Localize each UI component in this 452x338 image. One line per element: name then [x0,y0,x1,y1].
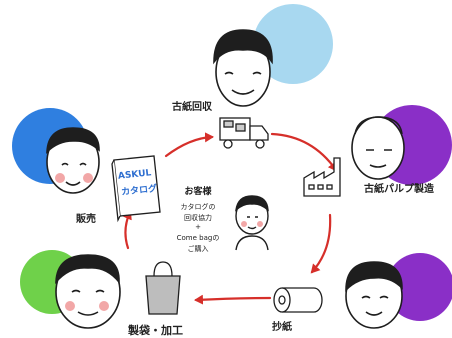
center-title: お客様 [184,187,212,197]
arrow-paper-to-bag [194,294,272,305]
paper-roll-icon [273,287,323,313]
label-collection: 古紙回収 [172,102,212,113]
catalog-book-icon [111,155,161,223]
customer-figure [235,195,269,251]
center-line3: Come bagの [176,234,220,242]
center-line2: 回収協力 [184,214,212,222]
arrow-pulp-to-paper [310,213,332,274]
label-papermaking: 抄紙 [272,322,292,333]
center-plus: + [195,223,201,231]
factory-icon [303,157,341,197]
shopping-bag-icon [145,261,181,315]
person-collection [213,29,273,107]
circle-bottom-right [386,253,452,321]
label-pulp: 古紙パルプ製造 [364,184,434,195]
person-sales [46,127,100,194]
circle-top [253,4,333,84]
center-line1: カタログの [180,203,216,211]
center-line4: ご購入 [187,245,209,253]
recycle-truck-icon [219,117,269,149]
person-paper [345,261,403,329]
label-bag-processing: 製袋・加工 [128,324,183,337]
person-pulp [351,116,405,180]
label-sales: 販売 [76,214,96,225]
arrow-sales-to-collection [164,132,214,158]
arrow-bag-to-sales [122,210,132,250]
person-bag [55,254,121,329]
arrow-collection-to-pulp [270,132,338,172]
